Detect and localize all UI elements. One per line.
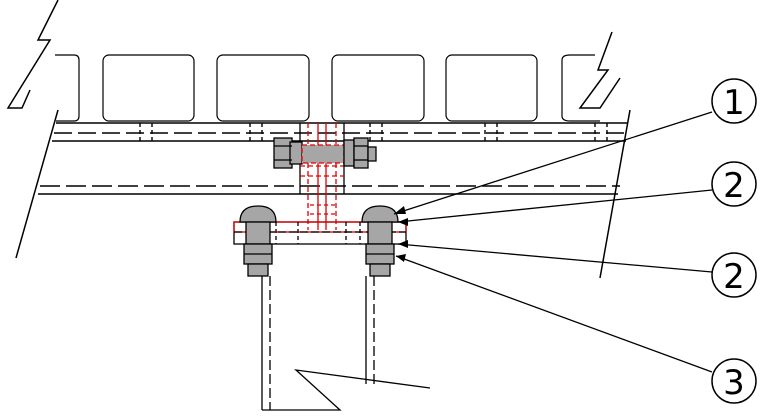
lower-flange [38,185,620,195]
svg-text:2: 2 [723,257,745,297]
left-vertical-bolt [239,205,277,277]
break-line-left [6,0,59,259]
svg-text:3: 3 [723,363,745,403]
grating-slots [55,54,600,122]
leader-lines [393,111,713,373]
callout-2-upper: 2 [711,161,757,207]
svg-text:2: 2 [723,166,745,206]
break-line-right [578,31,631,279]
horizontal-bolt [273,137,377,169]
leader-arrows [394,206,408,262]
callout-2-lower: 2 [711,252,757,298]
svg-text:1: 1 [723,83,745,123]
central-bracket [299,123,345,230]
right-vertical-bolt [361,205,399,277]
upper-flange [52,122,628,142]
callout-3: 3 [711,358,757,404]
support-post [261,276,431,411]
callout-1: 1 [711,78,757,124]
